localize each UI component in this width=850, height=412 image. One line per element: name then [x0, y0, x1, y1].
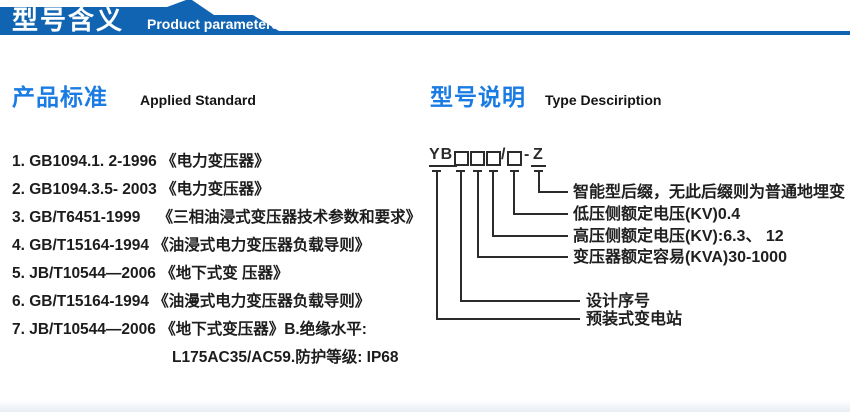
connector-line: [538, 170, 540, 193]
list-item: 7. JB/T10544—2006 《地下式变压器》B.绝缘水平:: [12, 321, 367, 338]
list-item: 4. GB/T15164-1994 《油浸式电力变压器负载导则》: [12, 237, 371, 254]
list-item: 1. GB1094.1. 2-1996 《电力变压器》: [12, 153, 270, 170]
connector-line: [460, 300, 580, 302]
placeholder-box-icon: [454, 151, 469, 166]
applied-standard-heading-en: Applied Standard: [140, 92, 256, 108]
placeholder-box-icon: [486, 151, 501, 166]
code-label-lv-voltage: 低压侧额定电压(KV)0.4: [573, 206, 741, 223]
type-description-heading-en: Type Desciription: [545, 92, 662, 108]
prefix-underline: [429, 165, 457, 167]
connector-line: [492, 235, 568, 237]
connector-line: [513, 170, 515, 215]
placeholder-box-icon: [507, 151, 522, 166]
model-code-slash: /: [501, 146, 506, 163]
list-item-continuation: L175AC35/AC59.防护等级: IP68: [172, 349, 399, 366]
type-description-heading-cn: 型号说明: [430, 84, 526, 110]
code-label-hv-voltage: 高压侧额定电压(KV):6.3、 12: [573, 228, 784, 245]
suffix-underline: [531, 165, 546, 167]
list-item: 3. GB/T6451-1999 《三相油浸式变压器技术参数和要求》: [12, 209, 422, 226]
connector-line: [460, 170, 462, 302]
model-code-suffix: Z: [533, 146, 544, 163]
standards-list: 1. GB1094.1. 2-1996 《电力变压器》 2. GB1094.3.…: [12, 148, 432, 372]
page-bottom-edge: [0, 400, 850, 412]
list-item: 2. GB1094.3.5- 2003 《电力变压器》: [12, 181, 270, 198]
page-title: 型号含义: [12, 5, 125, 35]
connector-line: [477, 170, 479, 258]
code-label-prefab-substation: 预装式变电站: [586, 311, 683, 328]
list-item: 5. JB/T10544—2006 《地下式变 压器》: [12, 265, 289, 282]
connector-line: [513, 213, 568, 215]
list-item: 6. GB/T15164-1994 《油漫式电力变压器负载导则》: [12, 293, 371, 310]
code-label-suffix: 智能型后缀，无此后缀则为普通地埋变: [573, 184, 846, 201]
connector-line: [436, 170, 438, 320]
code-label-design-serial: 设计序号: [586, 293, 651, 310]
connector-line: [492, 170, 494, 237]
model-code-prefix: YB: [429, 146, 454, 163]
code-label-capacity: 变压器额定容易(KVA)30-1000: [573, 249, 787, 266]
connector-line: [538, 191, 568, 193]
page-subtitle: Product parameters: [147, 16, 280, 32]
connector-line: [436, 318, 580, 320]
model-code-dash: -: [524, 146, 530, 163]
placeholder-box-icon: [470, 151, 485, 166]
applied-standard-heading-cn: 产品标准: [12, 84, 108, 110]
connector-line: [477, 256, 568, 258]
